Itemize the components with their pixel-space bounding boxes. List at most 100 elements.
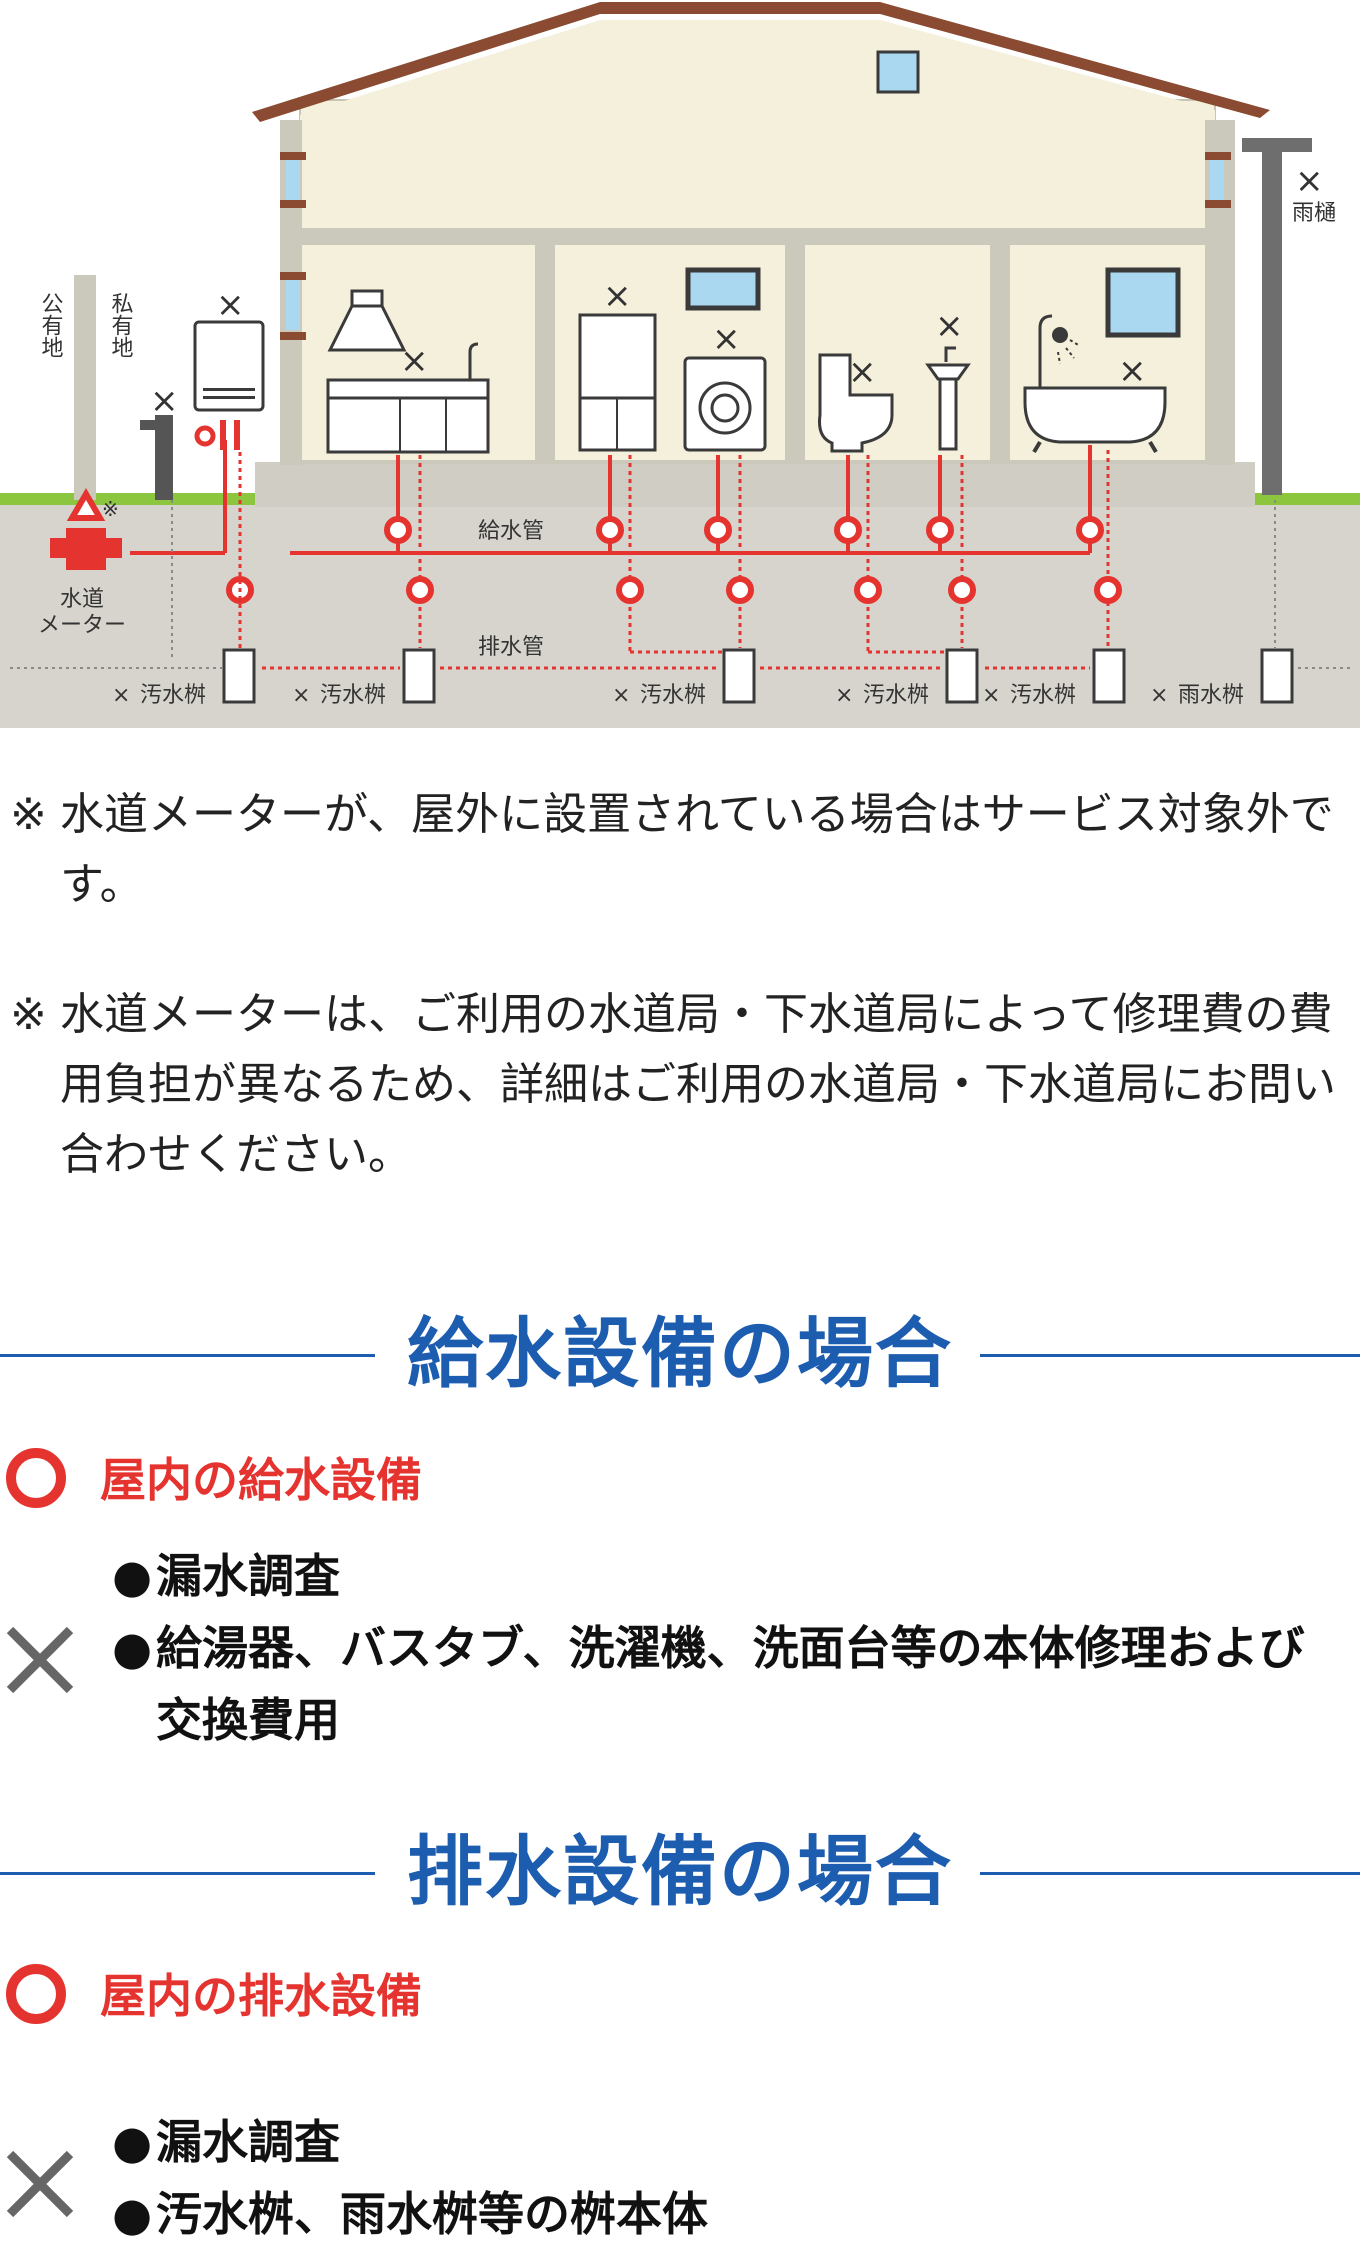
drain-covered-text: 屋内の排水設備 xyxy=(100,1969,422,2023)
left-wall-window xyxy=(286,155,300,200)
washbasin-faucet xyxy=(944,346,956,362)
attic-window xyxy=(876,50,920,94)
excluded-x-icon xyxy=(6,2150,74,2218)
right-wall-beam xyxy=(1205,152,1231,160)
left-wall-beam xyxy=(280,152,306,160)
bullet: ● xyxy=(112,2115,153,2169)
washing-machine-drum xyxy=(710,393,740,423)
grass-right xyxy=(1255,493,1360,505)
right-wall-beam xyxy=(1205,200,1231,208)
vanity-x-mark: × xyxy=(603,276,632,316)
drain-guide-lines xyxy=(10,500,1350,669)
washing-machine xyxy=(683,356,767,452)
drain-section-title: 排水設備の場合 xyxy=(407,1827,953,1916)
basin-x-mark: × xyxy=(835,683,853,708)
washbasin-stand xyxy=(938,377,958,451)
sewage-basin-label: 汚水桝 xyxy=(140,683,206,708)
heater-fitting xyxy=(194,425,216,447)
meter-label-1: 水道 xyxy=(60,587,104,612)
sewage-basin-label: 汚水桝 xyxy=(1010,683,1076,708)
toilet-x-mark: × xyxy=(848,352,877,392)
washroom-window xyxy=(685,267,761,311)
faucet-x-mark: × xyxy=(150,381,179,421)
supply-fittings xyxy=(226,516,1104,604)
public-land-label: 公有地 xyxy=(38,292,64,358)
roof-gable xyxy=(300,20,1215,120)
list-item: ● 給湯器、バスタブ、洗濯機、洗面台等の本体修理および交換費用 xyxy=(112,1612,1332,1756)
meter-warning-icon xyxy=(66,488,106,521)
drain-section-heading: 排水設備の場合 xyxy=(0,1822,1360,1922)
bath-x-mark: × xyxy=(1118,351,1147,391)
list-item-text: 漏水調査 xyxy=(156,1549,340,1603)
shower-spray xyxy=(1057,339,1081,365)
note-text: 水道メーターが、屋外に設置されている場合はサービス対象外です。 xyxy=(60,789,1334,910)
rain-gutter-pipe xyxy=(1262,138,1282,495)
plumbing-diagram: 公有地 私有地 × × × × × × × × × 雨樋 ※ 水道 xyxy=(0,2,1360,728)
washer-x-mark: × xyxy=(712,319,741,359)
heading-rule-left xyxy=(0,1354,375,1357)
bath-window xyxy=(1105,267,1181,338)
outdoor-faucet-spout xyxy=(140,420,160,430)
private-land-label: 私有地 xyxy=(108,292,134,358)
left-wall-beam xyxy=(280,332,306,340)
water-heater-vent xyxy=(203,388,255,391)
basin-x-mark: × xyxy=(112,683,130,708)
note-repair-cost: ※ 水道メーターは、ご利用の水道局・下水道局によって修理費の費用負担が異なるため… xyxy=(10,980,1355,1190)
range-hood xyxy=(327,289,407,352)
house-upper-wall xyxy=(299,99,1216,231)
basins xyxy=(222,648,1294,704)
water-heater-x-mark: × xyxy=(216,285,245,325)
basin-x-mark: × xyxy=(1150,683,1168,708)
supply-excluded-list: ● 漏水調査 ● 給湯器、バスタブ、洗濯機、洗面台等の本体修理および交換費用 xyxy=(112,1540,1332,1756)
heading-rule-right xyxy=(980,1872,1360,1875)
rain-gutter-label: 雨樋 xyxy=(1292,201,1336,226)
shower-head xyxy=(1052,327,1068,343)
meter-note-mark: ※ xyxy=(102,497,119,521)
drain-fittings xyxy=(406,576,1122,604)
house-foundation xyxy=(255,462,1255,507)
supply-section-heading: 給水設備の場合 xyxy=(0,1304,1360,1404)
basin-x-mark: × xyxy=(982,683,1000,708)
supply-covered-row: 屋内の給水設備 xyxy=(0,1442,1360,1522)
list-item-text: 給湯器、バスタブ、洗濯機、洗面台等の本体修理および交換費用 xyxy=(156,1621,1305,1747)
bullet: ● xyxy=(112,1549,153,1603)
shower-pipe xyxy=(1038,314,1053,388)
excluded-x-icon xyxy=(6,1626,74,1694)
kitchen-faucet xyxy=(468,342,479,380)
water-meter-icon xyxy=(50,528,122,570)
list-item: ● 汚水桝、雨水桝等の桝本体 xyxy=(112,2178,1332,2250)
drain-excluded-list: ● 漏水調査 ● 汚水桝、雨水桝等の桝本体 xyxy=(112,2106,1332,2250)
supply-covered-text: 屋内の給水設備 xyxy=(100,1453,422,1507)
covered-circle-icon xyxy=(6,1448,66,1508)
toilet xyxy=(818,353,894,453)
outdoor-faucet-post xyxy=(155,415,173,500)
bullet: ● xyxy=(112,1621,153,1675)
list-item-text: 漏水調査 xyxy=(156,2115,340,2169)
list-item: ● 漏水調査 xyxy=(112,2106,1332,2178)
roof xyxy=(252,2,1270,122)
kitchen-x-mark: × xyxy=(400,341,429,381)
left-wall-beam xyxy=(280,200,306,208)
kitchen-counter xyxy=(326,378,490,454)
bullet: ● xyxy=(112,2187,153,2241)
rain-basin-label: 雨水桝 xyxy=(1178,683,1244,708)
washbasin-x-mark: × xyxy=(935,306,964,346)
left-wall-beam xyxy=(280,272,306,280)
heading-rule-left xyxy=(0,1872,375,1875)
drain-pipes xyxy=(238,450,1110,670)
list-item: ● 漏水調査 xyxy=(112,1540,1332,1612)
supply-section-title: 給水設備の場合 xyxy=(407,1309,953,1398)
grass-left xyxy=(0,493,255,505)
note-mark: ※ xyxy=(10,989,47,1040)
note-meter-outdoor: ※ 水道メーターが、屋外に設置されている場合はサービス対象外です。 xyxy=(10,780,1355,920)
list-item-text: 汚水桝、雨水桝等の桝本体 xyxy=(156,2187,708,2241)
gutter-x-mark: × xyxy=(1295,161,1324,201)
drain-covered-row: 屋内の排水設備 xyxy=(0,1958,1360,2038)
basin-x-mark: × xyxy=(612,683,630,708)
note-text: 水道メーターは、ご利用の水道局・下水道局によって修理費の費用負担が異なるため、詳… xyxy=(60,989,1336,1180)
boundary-post xyxy=(74,275,96,500)
washing-machine-door xyxy=(698,381,752,435)
washbasin xyxy=(925,363,971,381)
basin-labels: × 汚水桝 × 汚水桝 × 汚水桝 × 汚水桝 × 汚水桝 × 雨水桝 xyxy=(112,683,1244,708)
bathtub xyxy=(1023,386,1167,444)
